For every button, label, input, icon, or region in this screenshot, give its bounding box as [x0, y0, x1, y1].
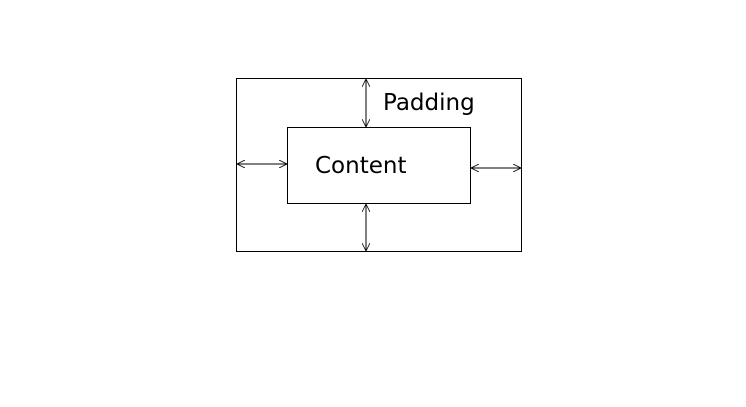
content-box — [287, 127, 471, 204]
content-label: Content — [315, 153, 407, 179]
padding-label: Padding — [383, 90, 475, 116]
outer-padding-box — [236, 78, 522, 252]
